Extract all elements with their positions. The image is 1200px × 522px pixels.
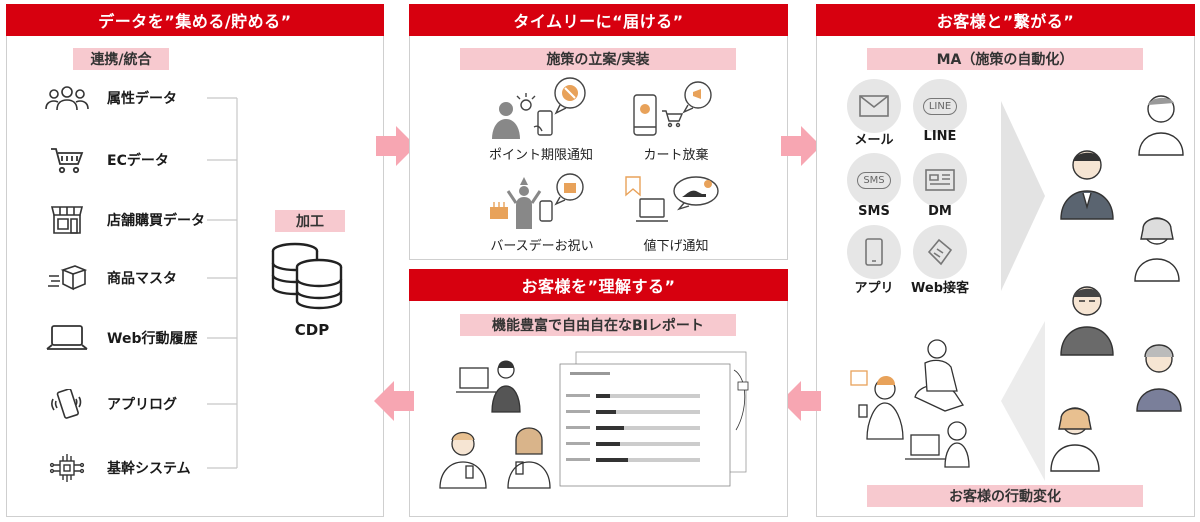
planning-pill: 施策の立案/実装 (460, 48, 736, 70)
customer-lifestyle-illustration (845, 327, 979, 473)
sms-icon-text: SMS (857, 171, 891, 189)
customer-figure-bottom (1045, 403, 1105, 473)
panel-deliver-title: タイムリーに“届ける” (409, 4, 788, 36)
source-ec: ECデータ (45, 145, 169, 175)
flow-arrow-right-2 (781, 126, 821, 166)
panel-collect-title: データを”集める/貯める” (6, 4, 384, 36)
source-bracket (207, 97, 238, 469)
integration-pill: 連携/統合 (73, 48, 169, 70)
mail-icon (847, 79, 901, 133)
item-label: 値下げ通知 (643, 239, 709, 254)
channel-label: LINE (923, 129, 957, 144)
source-label: 属性データ (107, 91, 177, 107)
smartphone-icon (45, 389, 89, 419)
flow-arrow-left-1 (781, 381, 821, 421)
sms-icon: SMS (847, 153, 901, 207)
panel-connect-title: お客様と”繋がる” (816, 4, 1195, 36)
source-web: Web行動履歴 (45, 323, 197, 353)
source-label: 商品マスタ (107, 271, 177, 287)
customer-woman-illustration (500, 422, 558, 490)
channel-label: アプリ (854, 281, 894, 296)
cart-abandon-illustration (632, 81, 718, 143)
source-store: 店舗購買データ (45, 205, 205, 235)
source-label: Web行動履歴 (107, 331, 198, 347)
ma-pill: MA（施策の自動化） (867, 48, 1143, 70)
store-icon (45, 205, 89, 235)
source-product: 商品マスタ (45, 263, 177, 293)
chip-icon (45, 453, 89, 483)
panel-connect: お客様と”繋がる” MA（施策の自動化） メール LINE LINE SMS S… (816, 4, 1195, 517)
item-label: バースデーお祝い (490, 239, 594, 254)
flow-arrow-right-1 (376, 126, 416, 166)
line-icon: LINE (913, 79, 967, 133)
package-icon (45, 263, 89, 293)
behavior-change-pill: お客様の行動変化 (867, 485, 1143, 507)
cdp-label: CDP (294, 321, 330, 339)
laptop-icon (45, 323, 89, 353)
panel-understand: お客様を”理解する” 機能豊富で自由自在なBIレポート (409, 269, 788, 517)
source-label: ECデータ (107, 153, 169, 169)
bi-report-pill: 機能豊富で自由自在なBIレポート (460, 314, 736, 336)
flow-arrow-left-2 (374, 381, 414, 421)
panel-understand-title: お客様を”理解する” (409, 269, 788, 301)
process-pill: 加工 (275, 210, 345, 232)
web-service-icon (913, 225, 967, 279)
dm-icon (913, 153, 967, 207)
line-icon-text: LINE (922, 97, 958, 115)
source-core: 基幹システム (45, 453, 191, 483)
people-icon (45, 83, 89, 113)
point-expiry-illustration (488, 77, 588, 143)
app-icon (847, 225, 901, 279)
channel-label: Web接客 (911, 281, 969, 296)
database-icon (269, 241, 345, 311)
source-label: 基幹システム (107, 461, 191, 477)
analyst-illustration (456, 360, 526, 416)
channel-label: DM (928, 204, 952, 219)
panel-deliver: タイムリーに“届ける” 施策の立案/実装 ポイント期限通知 カート放棄 (409, 4, 788, 260)
source-label: アプリログ (107, 397, 177, 413)
source-attribute: 属性データ (45, 83, 177, 113)
birthday-illustration (488, 173, 588, 233)
cart-icon (45, 145, 89, 175)
customer-figures (1039, 89, 1189, 419)
item-label: ポイント期限通知 (488, 148, 593, 163)
customer-man-illustration (434, 426, 492, 490)
price-drop-illustration (624, 173, 720, 231)
bi-report-preview (556, 350, 766, 490)
source-label: 店舗購買データ (107, 213, 205, 229)
channel-label: SMS (858, 204, 890, 219)
panel-collect: データを”集める/貯める” 連携/統合 属性データ ECデータ (6, 4, 384, 517)
source-app: アプリログ (45, 389, 177, 419)
item-label: カート放棄 (643, 148, 709, 163)
channel-label: メール (854, 133, 894, 148)
reach-chevron (1001, 101, 1045, 481)
